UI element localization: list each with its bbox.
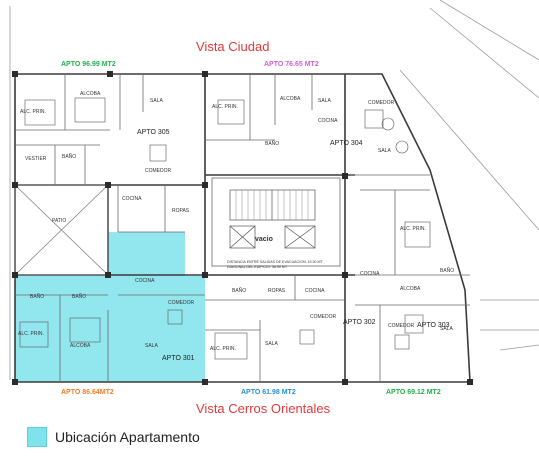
- room-label: BAÑO: [30, 293, 44, 300]
- legend-label: Ubicación Apartamento: [55, 429, 200, 445]
- room-label: COCINA: [360, 271, 380, 277]
- room-label: ALC. PRIN.: [210, 346, 236, 352]
- room-label: BAÑO: [62, 153, 76, 160]
- room-label: ALC. PRIN.: [212, 104, 238, 110]
- room-label: COCINA: [318, 118, 338, 124]
- furniture: [19, 97, 431, 360]
- room-label: ALC. PRIN.: [400, 226, 426, 232]
- room-label: ALC. PRIN.: [20, 109, 46, 115]
- room-label: COCINA: [135, 278, 155, 284]
- evacuation-note: DIAGONAL DEL EDIFICIO: 36.90 MT: [227, 265, 288, 269]
- room-label: ALCOBA: [400, 286, 421, 292]
- area-label-301: APTO 86.64MT2: [61, 389, 114, 396]
- area-label-302: APTO 61.98 MT2: [241, 389, 296, 396]
- legend-swatch: [27, 427, 47, 447]
- unit-labels: APTO 305 APTO 304 APTO 301 APTO 302 APTO…: [137, 129, 450, 362]
- unit-label-303: APTO 303: [417, 322, 450, 329]
- room-label: COMEDOR: [168, 300, 195, 306]
- area-label-303: APTO 69.12 MT2: [386, 389, 441, 396]
- unit-label-304: APTO 304: [330, 140, 363, 147]
- structural-columns: [12, 71, 473, 385]
- room-label: ALCOBA: [70, 343, 91, 349]
- room-label: BAÑO: [265, 140, 279, 147]
- evacuation-note: DISTANCIA ENTRE SALIDAS DE EVACUACION: 1…: [227, 260, 324, 264]
- room-label: ROPAS: [172, 208, 190, 214]
- room-label: SALA: [440, 326, 453, 332]
- room-label: SALA: [265, 341, 278, 347]
- room-label: ALC. PRIN.: [18, 331, 44, 337]
- room-labels: ALC. PRIN. ALCOBA SALA VESTIER BAÑO COME…: [18, 91, 454, 352]
- apartment-301-highlight[interactable]: [15, 232, 205, 382]
- unit-label-302: APTO 302: [343, 319, 376, 326]
- room-label: SALA: [150, 98, 163, 104]
- view-label-bottom: Vista Cerros Orientales: [196, 401, 331, 416]
- room-label: ROPAS: [268, 288, 286, 294]
- room-label: COMEDOR: [310, 314, 337, 320]
- room-label: BAÑO: [440, 267, 454, 274]
- room-label: ALCOBA: [80, 91, 101, 97]
- view-label-top: Vista Ciudad: [196, 39, 270, 54]
- room-label: COMEDOR: [145, 168, 172, 174]
- patio-void: [14, 184, 109, 276]
- unit-label-305: APTO 305: [137, 129, 170, 136]
- stair-core: [211, 177, 341, 267]
- room-label: ALCOBA: [280, 96, 301, 102]
- room-label: COCINA: [305, 288, 325, 294]
- room-label: BAÑO: [72, 293, 86, 300]
- room-label: PATIO: [52, 218, 66, 224]
- room-label: COCINA: [122, 196, 142, 202]
- room-label: COMEDOR: [368, 100, 395, 106]
- room-label: SALA: [318, 98, 331, 104]
- room-label: SALA: [378, 148, 391, 154]
- room-label: BAÑO: [232, 287, 246, 294]
- legend: Ubicación Apartamento: [27, 427, 200, 447]
- room-label: VESTIER: [25, 156, 47, 162]
- unit-label-301: APTO 301: [162, 355, 195, 362]
- area-label-305: APTO 96.99 MT2: [61, 61, 116, 68]
- room-label: vacio: [255, 236, 273, 243]
- room-label: SALA: [145, 343, 158, 349]
- area-label-304: APTO 76.65 MT2: [264, 61, 319, 68]
- room-label: COMEDOR: [388, 323, 415, 329]
- site-lines: [9, 0, 539, 380]
- interior-walls: [15, 74, 470, 382]
